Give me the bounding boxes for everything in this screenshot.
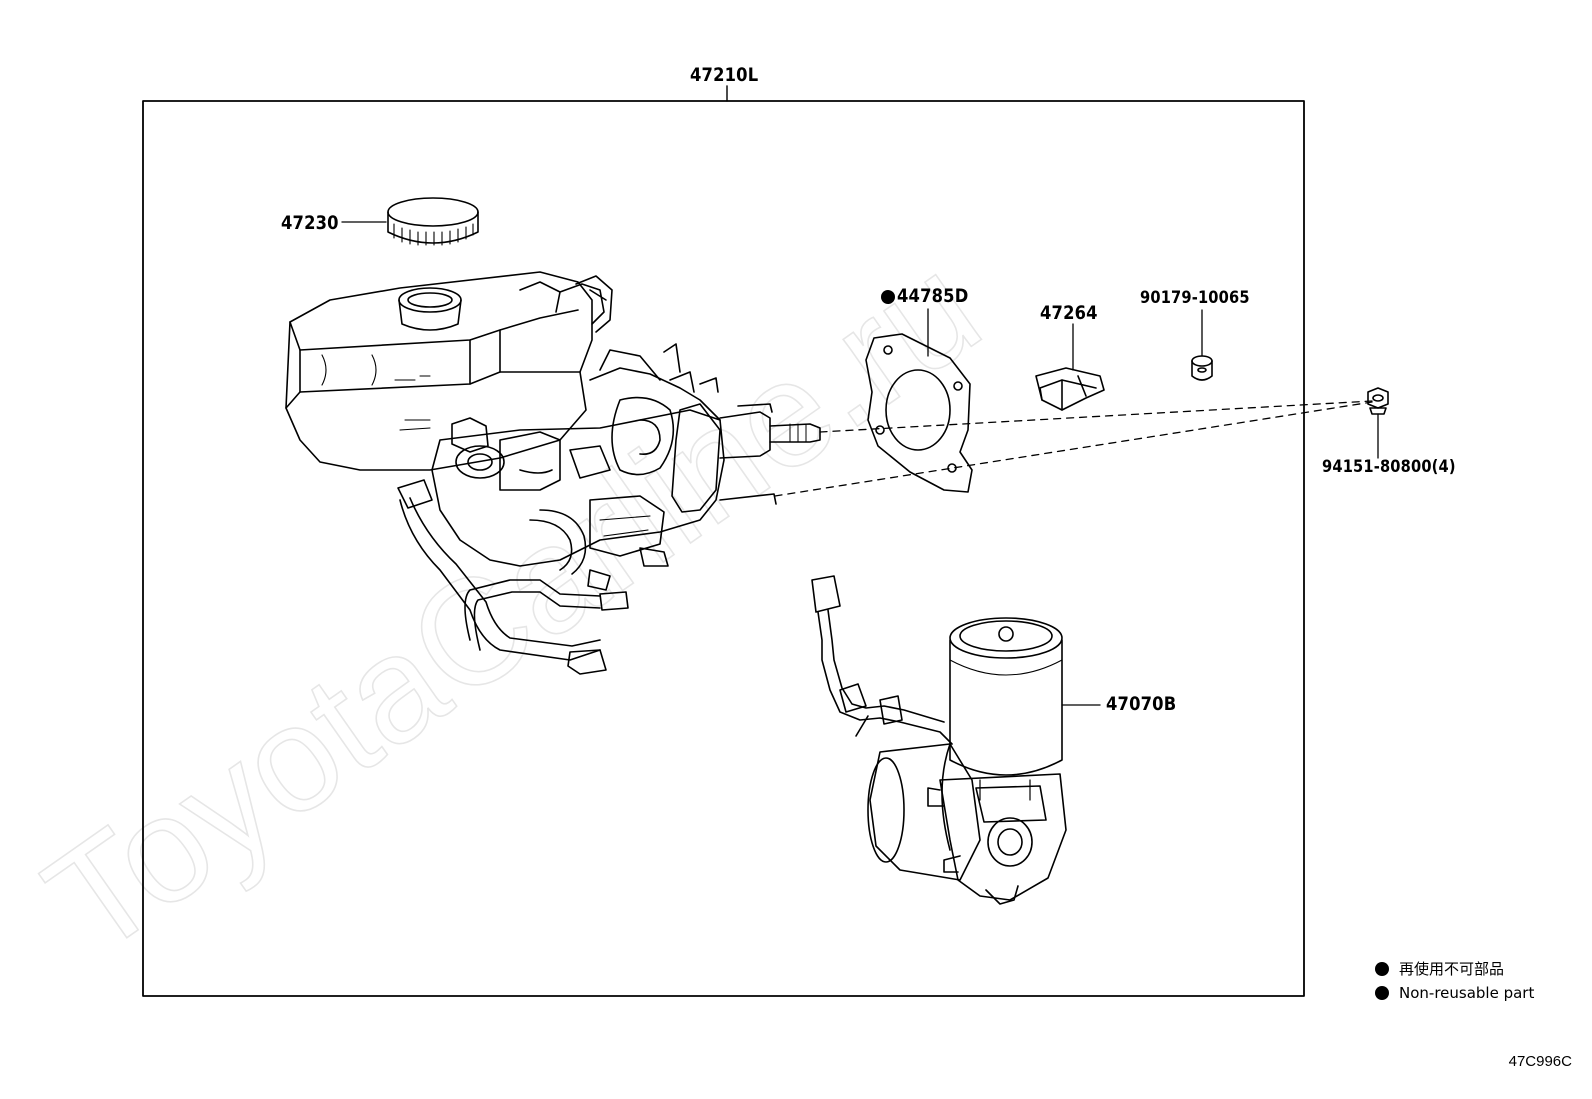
non-reusable-dot-44785D bbox=[881, 290, 895, 304]
gasket bbox=[865, 333, 973, 493]
label-94151-80800: 94151-80800(4) bbox=[1322, 457, 1456, 477]
alignment-line-lower bbox=[774, 401, 1373, 497]
legend-dot-icon bbox=[1375, 986, 1389, 1000]
label-47264: 47264 bbox=[1040, 302, 1098, 324]
legend-dot-icon bbox=[1375, 961, 1389, 976]
pump-motor bbox=[811, 575, 1067, 905]
legend-jp-text: 再使用不可部品 bbox=[1399, 960, 1505, 978]
brake-booster-assembly bbox=[285, 271, 821, 675]
legend-row-jp: 再使用不可部品 bbox=[1375, 958, 1504, 979]
drawing-code: 47C996C bbox=[1508, 1053, 1572, 1070]
alignment-line-upper bbox=[819, 400, 1373, 433]
spacer bbox=[1191, 355, 1213, 381]
legend-row-en: Non-reusable part bbox=[1375, 984, 1534, 1002]
reservoir-cap bbox=[387, 197, 479, 246]
label-47070B: 47070B bbox=[1106, 693, 1177, 715]
nut bbox=[1367, 387, 1389, 415]
label-44785D: 44785D bbox=[897, 285, 969, 307]
label-47230: 47230 bbox=[281, 212, 339, 234]
bracket bbox=[1035, 367, 1105, 411]
assembly-frame bbox=[142, 100, 1305, 997]
label-90179-10065: 90179-10065 bbox=[1140, 288, 1250, 308]
label-assembly-47210L: 47210L bbox=[690, 64, 759, 86]
legend-en-text: Non-reusable part bbox=[1399, 984, 1535, 1002]
